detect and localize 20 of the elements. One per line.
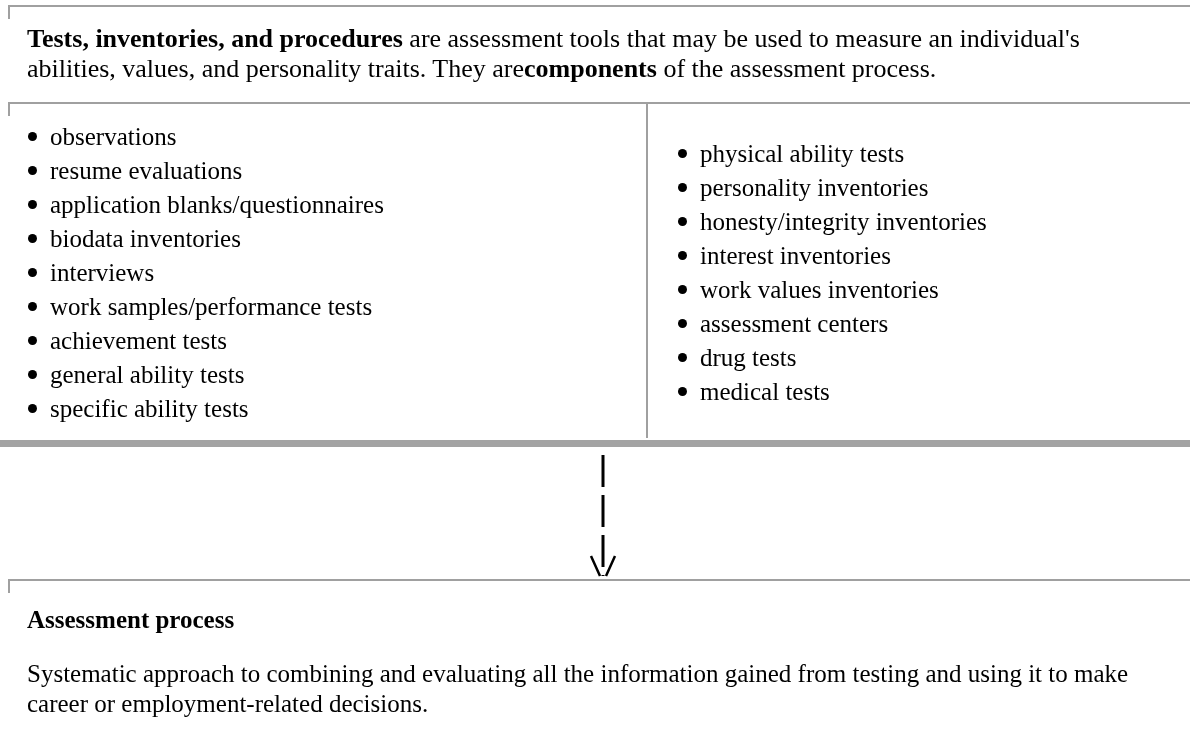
- list-item: work samples/performance tests: [50, 291, 373, 322]
- list-item: physical ability tests: [700, 138, 905, 169]
- list-item: resume evaluations: [50, 155, 243, 186]
- list-item: application blanks/questionnaires: [50, 189, 384, 220]
- list-item: biodata inventories: [50, 223, 241, 254]
- list-item: interest inventories: [700, 240, 891, 271]
- description-text: Tests, inventories, and procedures are assessment tools that may be used to measure an individual's abilities, values, and personality traits. They arecomponents of the assessment process.: [27, 24, 1081, 84]
- list-item: medical tests: [700, 376, 830, 407]
- list-item: specific ability tests: [50, 393, 249, 424]
- list-item: personality inventories: [700, 172, 929, 203]
- list-item: assessment centers: [700, 308, 889, 339]
- list-item: observations: [50, 121, 177, 152]
- list-item: honesty/integrity inventories: [700, 206, 987, 237]
- list-item: achievement tests: [50, 325, 227, 356]
- section-heading: Assessment process: [27, 606, 235, 633]
- list-item: general ability tests: [50, 359, 245, 390]
- description-text: Systematic approach to combining and evaluating all the information gained from testing and using it to make career or employment-related decisions.: [27, 659, 1130, 719]
- list-item: work values inventories: [700, 274, 939, 305]
- list-item: interviews: [50, 257, 155, 288]
- list-item: drug tests: [700, 342, 797, 373]
